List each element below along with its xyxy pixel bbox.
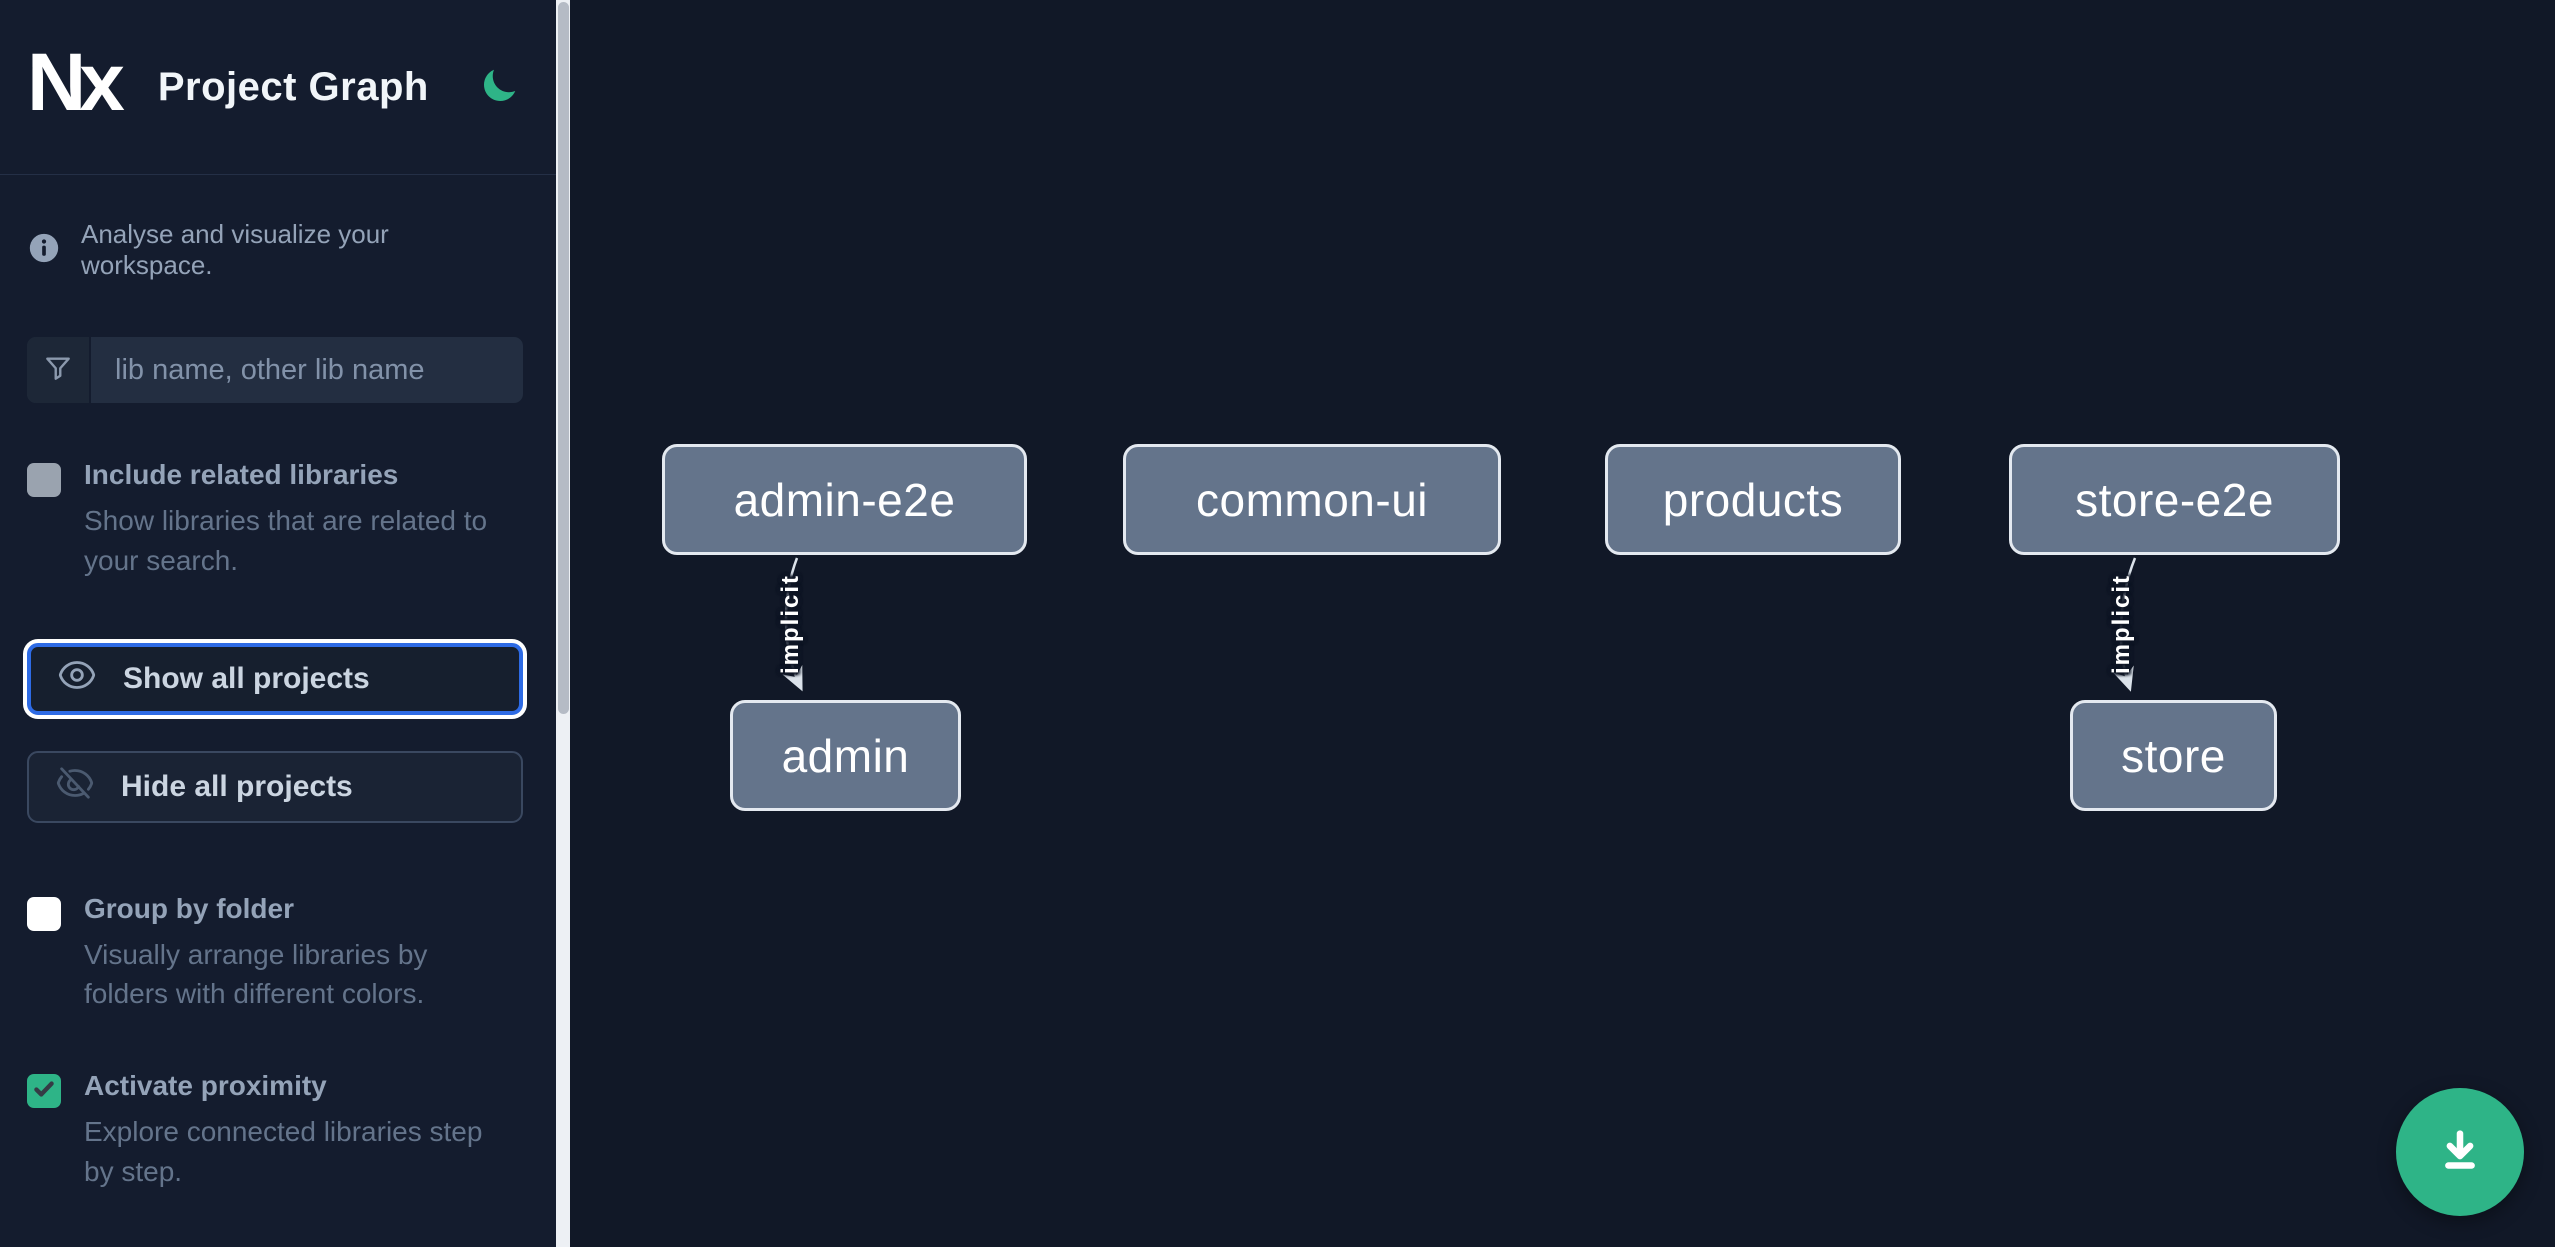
edge-admin-e2e-admin[interactable] <box>782 557 803 692</box>
option-label[interactable]: Include related libraries <box>84 459 399 490</box>
show-all-projects-label: Show all projects <box>123 661 370 695</box>
option-label[interactable]: Activate proximity <box>84 1070 327 1101</box>
edge-label-implicit: implicit <box>2108 573 2135 675</box>
search-input[interactable] <box>91 337 523 403</box>
option-description: Show libraries that are related to your … <box>84 505 488 576</box>
node-store-e2e[interactable]: store-e2e <box>2009 444 2340 555</box>
checkbox-group-by-folder[interactable] <box>27 896 61 931</box>
download-graph-button[interactable] <box>2396 1088 2524 1216</box>
moon-icon <box>479 66 519 109</box>
nx-logo: Nx <box>27 37 125 128</box>
node-common-ui[interactable]: common-ui <box>1123 444 1501 555</box>
edge-store-e2e-store[interactable] <box>2112 557 2137 692</box>
option-activate-proximity: Activate proximity Explore connected lib… <box>27 1070 523 1192</box>
node-admin-e2e[interactable]: admin-e2e <box>662 444 1027 555</box>
hide-all-projects-label: Hide all projects <box>121 769 353 803</box>
option-description: Explore connected libraries step by step… <box>84 1116 483 1187</box>
eye-icon <box>57 655 97 703</box>
graph-edges-layer <box>782 557 2137 692</box>
edge-label-implicit: implicit <box>777 573 804 675</box>
filter-icon <box>42 352 74 389</box>
download-icon <box>2431 1122 2489 1183</box>
scrollbar-thumb[interactable] <box>557 2 569 714</box>
info-icon <box>27 231 61 270</box>
option-label[interactable]: Group by folder <box>84 892 294 924</box>
checkbox-include-related-libraries[interactable] <box>27 463 61 497</box>
search-box <box>27 337 523 403</box>
option-description: Visually arrange libraries by folders wi… <box>84 938 428 1010</box>
page-title: Project Graph <box>157 64 429 109</box>
eye-off-icon <box>55 763 95 811</box>
sidebar: Nx Project Graph Anal <box>0 0 570 1247</box>
filter-icon-cell <box>27 337 91 403</box>
show-all-projects-button[interactable]: Show all projects <box>27 642 523 715</box>
node-admin[interactable]: admin <box>730 700 961 811</box>
tagline-text: Analyse and visualize your workspace. <box>81 219 389 280</box>
node-store[interactable]: store <box>2070 700 2277 811</box>
sidebar-header: Nx Project Graph <box>0 0 570 175</box>
theme-toggle-button[interactable] <box>475 63 523 111</box>
check-icon <box>31 1076 57 1107</box>
tagline-row: Analyse and visualize your workspace. <box>27 219 523 281</box>
option-group-by-folder: Group by folder Visually arrange librari… <box>27 893 523 1015</box>
option-include-related-libraries: Include related libraries Show libraries… <box>27 459 523 581</box>
checkbox-activate-proximity[interactable] <box>27 1074 61 1108</box>
hide-all-projects-button[interactable]: Hide all projects <box>27 750 523 823</box>
graph-canvas[interactable]: implicit implicit admin-e2e common-ui pr… <box>570 0 2555 1247</box>
sidebar-scrollbar[interactable] <box>556 0 570 1247</box>
node-products[interactable]: products <box>1605 444 1901 555</box>
